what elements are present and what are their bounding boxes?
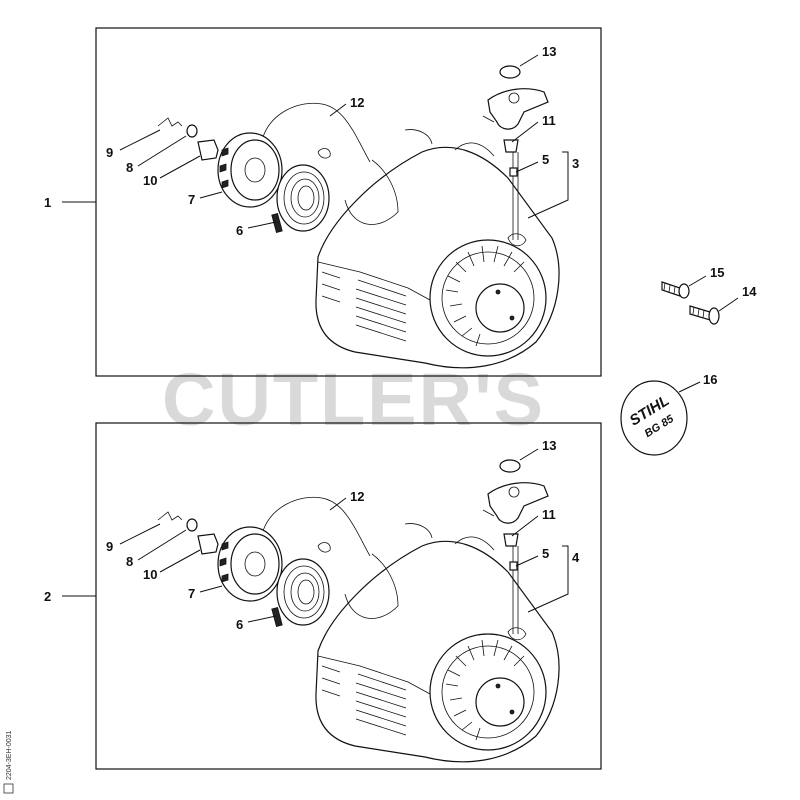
screw-14: 14 [689,284,757,325]
assembly-2: 2 9 8 10 7 6 12 13 11 5 4 [44,422,602,770]
starter-assembly-illustration [119,448,569,763]
callout-11: 11 [542,507,556,522]
callout-8: 8 [126,554,133,569]
callout-9: 9 [106,145,113,160]
assembly-1: 1 9 8 10 7 6 12 13 11 5 3 [44,27,602,377]
callout-9: 9 [106,539,113,554]
document-code: 2204-3EH-0031 [6,730,13,780]
callout-7: 7 [188,586,195,601]
callout-12: 12 [350,95,364,110]
callout-5: 5 [542,546,549,561]
callout-cover-ref: 4 [572,550,580,565]
logo-badge-16: STIHL BG 85 16 [620,372,717,456]
callout-15: 15 [710,265,724,280]
callout-10: 10 [143,173,157,188]
watermark-text: CUTLER'S [162,358,545,441]
callout-5: 5 [542,152,549,167]
callout-6: 6 [236,617,243,632]
starter-assembly-illustration [119,54,569,369]
callout-10: 10 [143,567,157,582]
callout-11: 11 [542,113,556,128]
callout-6: 6 [236,223,243,238]
callout-cover-ref: 3 [572,156,579,171]
callout-12: 12 [350,489,364,504]
callout-8: 8 [126,160,133,175]
assembly-label: 2 [44,589,51,604]
callout-16: 16 [703,372,717,387]
callout-13: 13 [542,44,556,59]
callout-14: 14 [742,284,757,299]
assembly-label: 1 [44,195,51,210]
callout-7: 7 [188,192,195,207]
document-code-box [3,783,14,794]
callout-13: 13 [542,438,556,453]
screw-15: 15 [661,265,724,299]
